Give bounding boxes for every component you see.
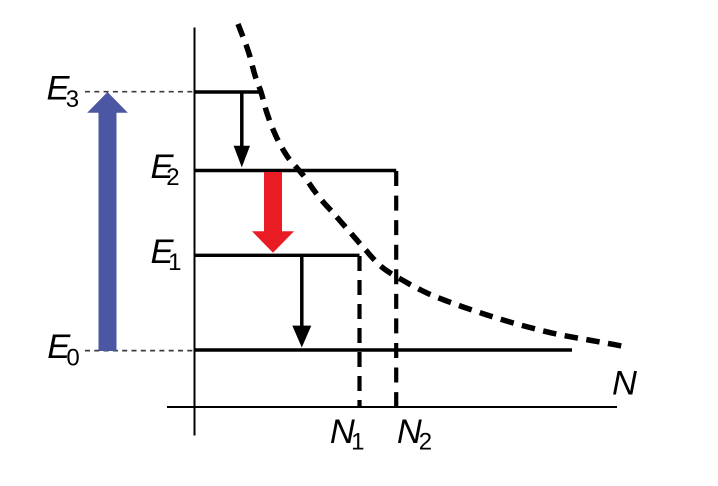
svg-text:N: N	[612, 364, 637, 402]
svg-text:E: E	[151, 148, 175, 186]
svg-text:0: 0	[66, 345, 79, 372]
svg-text:2: 2	[166, 164, 179, 191]
svg-text:N: N	[330, 413, 355, 451]
svg-text:3: 3	[66, 86, 79, 113]
svg-text:1: 1	[351, 429, 364, 456]
svg-text:2: 2	[419, 428, 432, 455]
svg-text:1: 1	[168, 249, 181, 276]
svg-text:E: E	[47, 70, 71, 108]
svg-text:E: E	[151, 233, 175, 271]
svg-text:N: N	[397, 413, 422, 451]
svg-text:E: E	[47, 328, 71, 366]
